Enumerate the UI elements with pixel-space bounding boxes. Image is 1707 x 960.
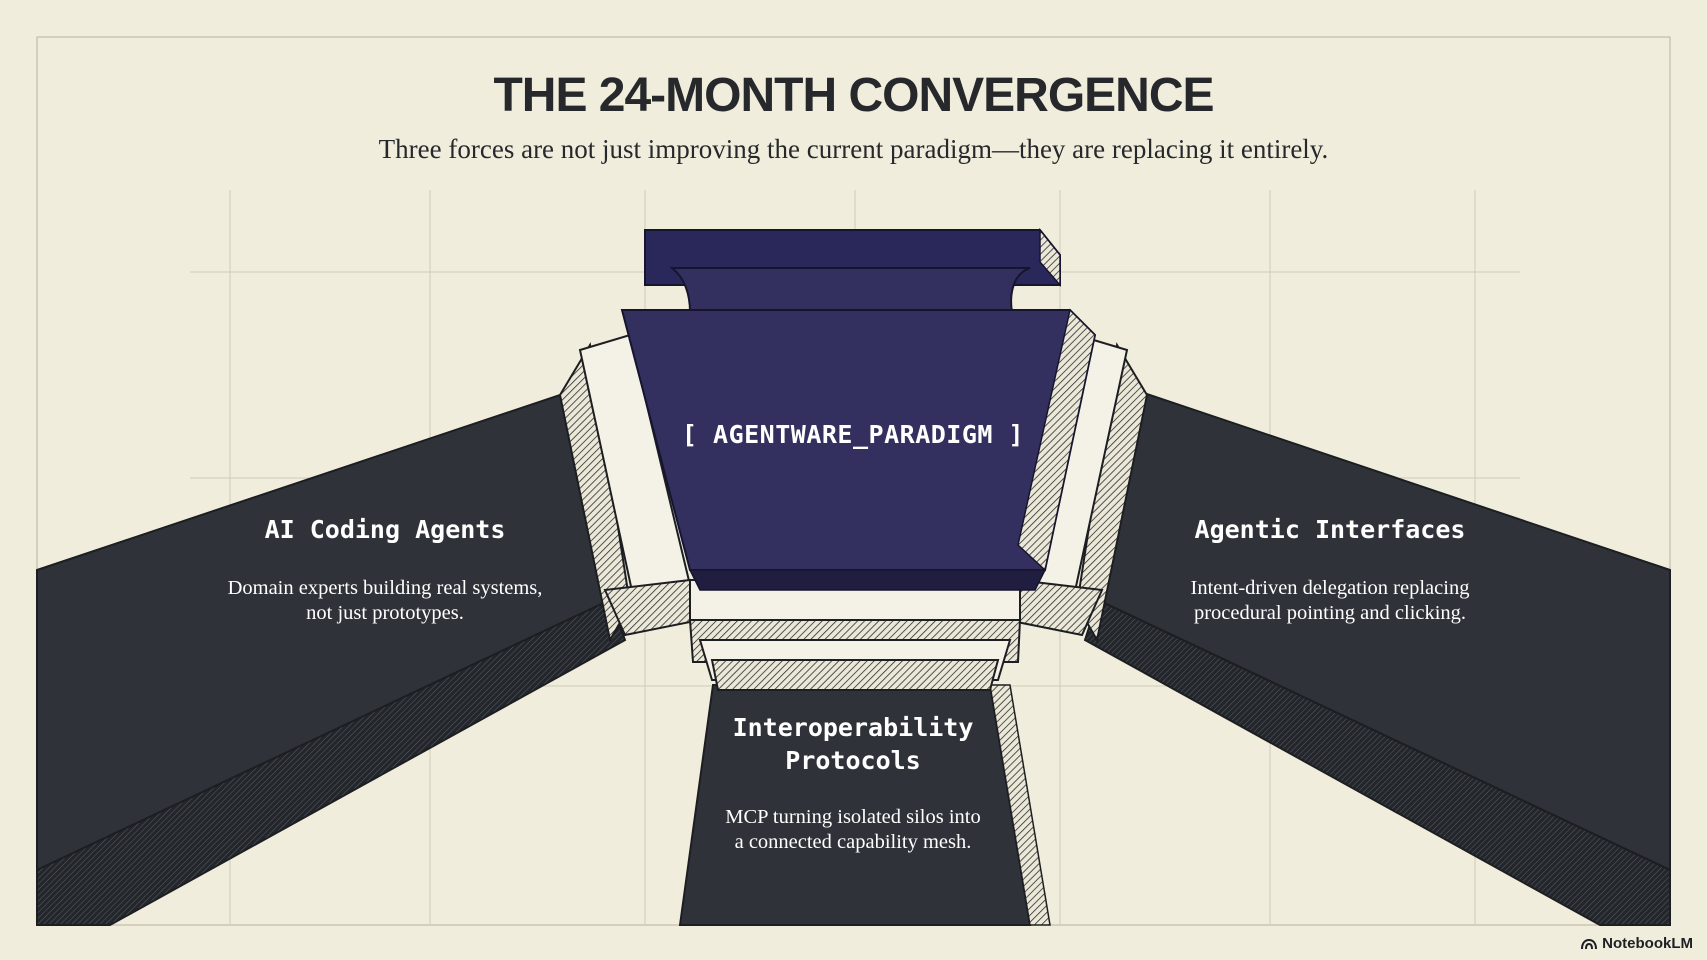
force-desc-line: procedural pointing and clicking. [1193,602,1467,624]
brand-name: NotebookLM [1602,935,1693,952]
beam-agentic-interfaces [1005,333,1671,926]
notebooklm-logo-icon [1581,938,1598,949]
force-desc-interoperability-protocols: MCP turning isolated silos into a connec… [693,805,1013,855]
beam-ai-coding-agents [36,333,702,926]
core-label: [ AGENTWARE_PARADIGM ] [681,420,1025,449]
force-desc-line: not just prototypes. [306,602,464,624]
force-desc-line: Intent-driven delegation replacing [1190,577,1470,599]
force-desc-line: MCP turning isolated silos into [725,806,981,828]
force-title-ai-coding-agents: AI Coding Agents [264,515,506,544]
force-title-line: Interoperability [732,713,974,742]
core-agentware-block [620,227,1097,591]
brand-watermark: NotebookLM [1581,935,1693,952]
force-title-line: Protocols [785,746,921,775]
force-desc-ai-coding-agents: Domain experts building real systems, no… [185,576,585,626]
force-title-interoperability-protocols: Interoperability Protocols [693,711,1013,777]
page-title: THE 24-MONTH CONVERGENCE [493,69,1214,122]
column-interoperability-protocols [678,579,1051,926]
page-subtitle: Three forces are not just improving the … [378,134,1329,164]
force-title-agentic-interfaces: Agentic Interfaces [1194,515,1466,544]
force-desc-line: Domain experts building real systems, [227,577,543,599]
force-desc-agentic-interfaces: Intent-driven delegation replacing proce… [1130,576,1530,626]
force-desc-line: a connected capability mesh. [734,831,972,853]
